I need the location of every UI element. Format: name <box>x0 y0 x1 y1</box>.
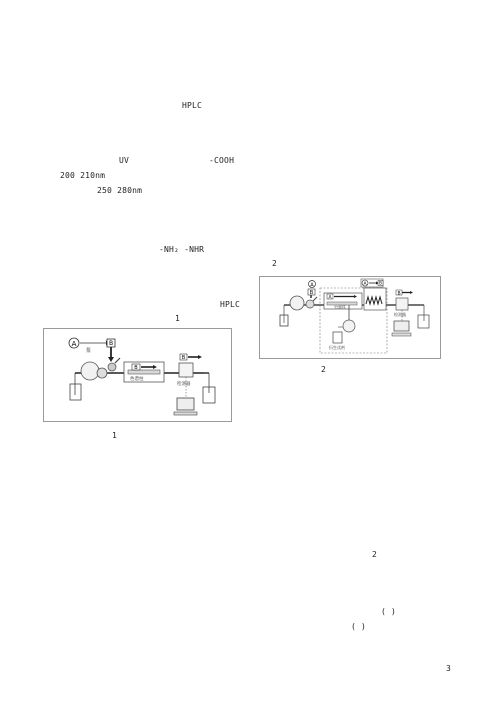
blank-parenthesis-1: ( ) <box>381 607 397 616</box>
label-b: B <box>310 290 314 296</box>
blank-parenthesis-2: ( ) <box>351 622 367 631</box>
computer-keyboard <box>173 411 198 416</box>
figure-1-reference: 1 <box>175 314 181 323</box>
label-a2: A <box>328 295 332 301</box>
uv-label: UV <box>119 156 130 165</box>
injector <box>305 299 315 309</box>
column-text: 色谱柱 <box>130 375 144 382</box>
injector <box>107 362 117 372</box>
column-text: 分离柱 <box>334 304 346 310</box>
label-b3: B <box>182 355 186 361</box>
detector-text: 检测器 <box>177 380 191 387</box>
computer-monitor <box>393 320 410 332</box>
figure-2-caption: 2 <box>321 365 327 374</box>
label-a-circle <box>68 337 80 349</box>
computer-monitor <box>176 397 195 411</box>
detector <box>395 297 409 311</box>
figure-2-svg: A B A 分离柱 衍生试剂 A B B 检测 <box>279 278 430 354</box>
reaction-coil <box>365 295 383 306</box>
cooh-label: -COOH <box>209 156 235 165</box>
label-a: A <box>72 340 77 348</box>
computer-keyboard <box>391 332 412 337</box>
lower-reference-2: 2 <box>372 550 378 559</box>
column <box>326 301 358 306</box>
detector-text: 检测器 <box>394 311 406 317</box>
reagent-container <box>332 331 343 344</box>
waste-container <box>202 386 216 404</box>
label-b2: B <box>134 365 138 371</box>
amine-groups: -NH₂ -NHR <box>159 245 205 254</box>
reagent-pump <box>342 319 356 333</box>
page-number: 3 <box>446 664 452 673</box>
label-a: A <box>310 283 314 289</box>
waste-container <box>417 314 430 329</box>
hplc-label-mid: HPLC <box>220 300 241 309</box>
solvent-reservoir <box>69 383 82 401</box>
pump-text: 泵 <box>86 348 91 354</box>
reagent-text: 衍生试剂 <box>329 344 345 350</box>
figure-2-reference: 2 <box>272 259 278 268</box>
column <box>127 369 161 375</box>
derivatization-region <box>319 287 388 354</box>
figure-2-hplc-diagram: A B A 分离柱 衍生试剂 A B B 检测 <box>259 276 441 359</box>
wavelength-range-1: 200 210nm <box>60 171 106 180</box>
detector <box>178 362 194 378</box>
pump <box>80 361 100 381</box>
figure-1-svg: A 泵 B B 色谱柱 B 检测器 <box>68 337 216 416</box>
figure-1-hplc-diagram: A 泵 B B 色谱柱 B 检测器 <box>43 328 232 422</box>
pump <box>289 295 305 311</box>
figure-1-caption: 1 <box>112 431 118 440</box>
label-a3: A <box>363 281 367 287</box>
label-b3: B <box>397 291 400 297</box>
label-b2: B <box>379 281 382 286</box>
wavelength-range-2: 250 280nm <box>97 186 143 195</box>
hplc-label-top: HPLC <box>182 101 203 110</box>
label-b: B <box>109 340 113 347</box>
